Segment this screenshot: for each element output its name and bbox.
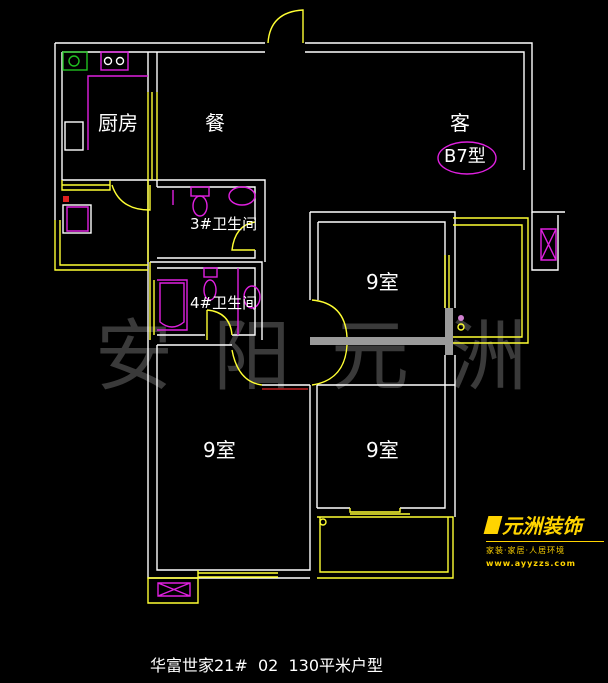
fixtures (62, 51, 557, 597)
bedroom-b-label: 9室 (366, 270, 399, 294)
windows (54, 92, 529, 604)
living-label: 客 (450, 111, 470, 135)
brand-logo: 元洲装饰 家装·家居·人居环境 www.ayyzzs.com (483, 510, 604, 568)
kitchen-label: 厨房 (98, 111, 138, 135)
doors (111, 9, 348, 386)
corridor-column (445, 308, 453, 355)
unit-type-badge: B7型 (444, 146, 486, 167)
plan-caption: 华富世家21# 02 130平米户型 (150, 656, 384, 675)
logo-brand: 元洲装饰 (502, 514, 582, 538)
bath4-label: 4#卫生间 (190, 294, 258, 312)
bath3-label: 3#卫生间 (190, 215, 258, 233)
walls (54, 42, 565, 579)
logo-url: www.ayyzzs.com (486, 559, 576, 568)
dining-label: 餐 (205, 111, 225, 135)
logo-slogan: 家装·家居·人居环境 (486, 541, 604, 556)
bedroom-a-label: 9室 (203, 438, 236, 462)
logo-mark-icon (483, 515, 503, 534)
bedroom-c-label: 9室 (366, 438, 399, 462)
corridor-beam (310, 337, 450, 345)
